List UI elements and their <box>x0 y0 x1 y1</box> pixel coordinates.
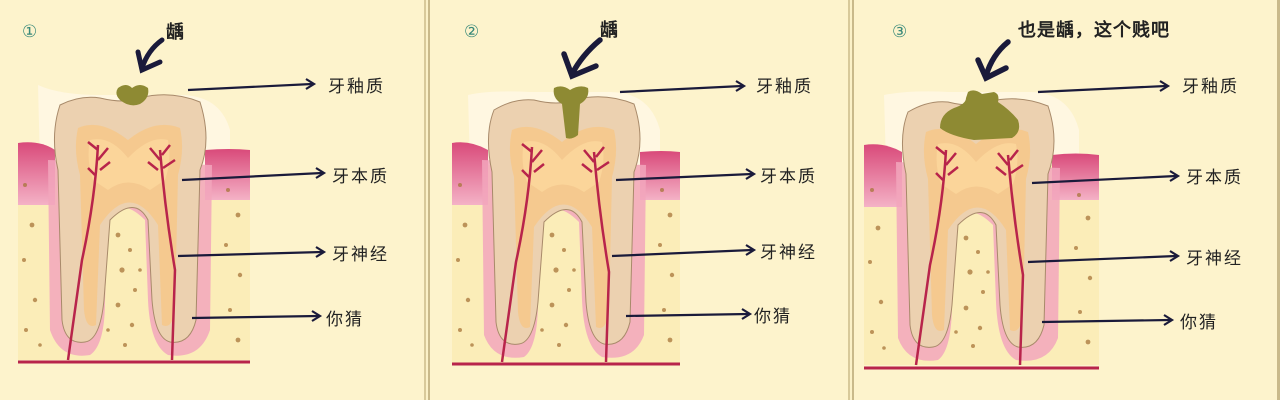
stage-number: ③ <box>892 22 908 42</box>
tooth-illustration <box>452 37 757 366</box>
label-enamel: 牙釉质 <box>756 77 813 97</box>
gum <box>18 142 55 205</box>
decay-pointer-arrow <box>561 37 603 80</box>
label-arrows <box>177 78 327 322</box>
tooth-illustration <box>864 39 1181 370</box>
label-enamel: 牙釉质 <box>1182 77 1239 97</box>
tooth-illustration <box>18 37 327 364</box>
label-guess: 你猜 <box>754 307 792 327</box>
label-dentin: 牙本质 <box>760 167 817 187</box>
decay-pointer-arrow <box>975 39 1011 82</box>
label-nerve: 牙神经 <box>1186 249 1243 269</box>
label-arrows <box>1027 80 1181 326</box>
diagram-panel-1: ① 龋 牙釉质 牙本质 牙神经 你猜 <box>0 0 426 400</box>
label-arrows <box>611 80 757 320</box>
decay-pointer-arrow <box>135 37 165 74</box>
decay-caption: 也是龋，这个贱吧 <box>1018 20 1170 41</box>
label-dentin: 牙本质 <box>332 167 389 187</box>
decay-caption: 龋 <box>166 22 185 43</box>
decay-caption: 龋 <box>600 20 619 41</box>
label-enamel: 牙釉质 <box>328 77 385 97</box>
decay-spot <box>940 90 1020 140</box>
label-nerve: 牙神经 <box>332 245 389 265</box>
diagram-panel-3: ③ 也是龋，这个贱吧 牙釉质 牙本质 牙神经 你猜 <box>852 0 1280 400</box>
label-guess: 你猜 <box>1180 313 1218 333</box>
nerve <box>66 141 177 361</box>
label-dentin: 牙本质 <box>1186 168 1243 188</box>
stage-number: ② <box>464 22 480 42</box>
label-guess: 你猜 <box>326 310 364 330</box>
decay-spot <box>553 86 589 139</box>
stage-number: ① <box>22 22 38 42</box>
decay-spot <box>116 85 149 106</box>
pulp <box>88 139 170 190</box>
label-nerve: 牙神经 <box>760 243 817 263</box>
diagram-panel-2: ② 龋 牙釉质 牙本质 牙神经 你猜 <box>428 0 850 400</box>
